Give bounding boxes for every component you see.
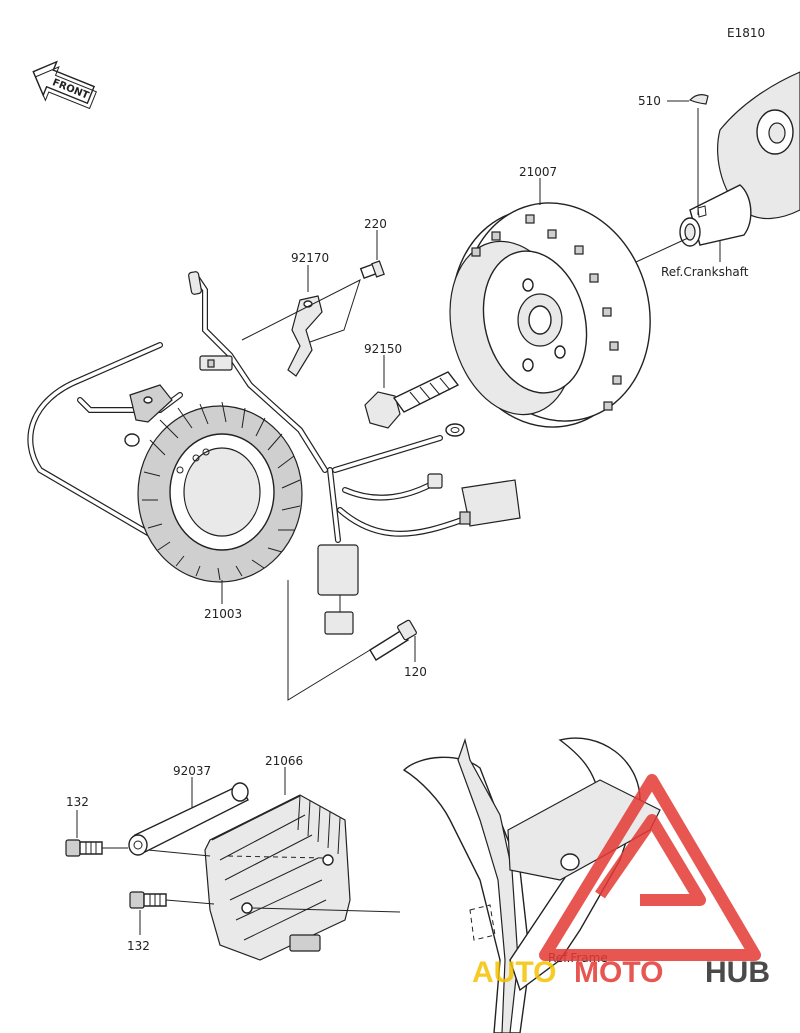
collar-92037 (128, 782, 249, 856)
callout-21066: 21066 (265, 754, 303, 768)
bolt-132-upper (65, 839, 103, 857)
ring-terminal (445, 423, 465, 437)
watermark-auto: AUTO (472, 956, 556, 989)
coupler (199, 355, 233, 371)
pickup-coil (124, 384, 173, 447)
dashed-leader-upper (227, 855, 325, 859)
callout-510: 510 (638, 94, 661, 108)
callout-132-lower: 132 (127, 939, 150, 953)
bolt-92150 (364, 371, 460, 429)
bolt-120 (369, 619, 417, 661)
callout-92037: 92037 (173, 764, 211, 778)
regulator (204, 794, 351, 961)
stator (137, 401, 303, 583)
callout-132-upper: 132 (66, 795, 89, 809)
stator-wiring (27, 272, 465, 543)
callout-92170: 92170 (291, 251, 329, 265)
watermark-logo (539, 774, 761, 961)
bolt-132-lower (129, 891, 167, 909)
wire-tip (188, 271, 202, 295)
rotor (449, 202, 651, 428)
frame (402, 737, 661, 1033)
stator-connector (317, 544, 359, 635)
bolt-220 (359, 260, 385, 279)
callout-21003: 21003 (204, 607, 242, 621)
wiring-connector (459, 479, 521, 527)
callout-120: 120 (404, 665, 427, 679)
woodruff-key (688, 94, 709, 105)
ref-crankshaft-label: Ref.Crankshaft (661, 265, 749, 279)
crankshaft (679, 71, 800, 247)
bullet-connector (427, 473, 443, 489)
watermark-hub: HUB (705, 956, 770, 989)
callout-21007: 21007 (519, 165, 557, 179)
callout-92150: 92150 (364, 342, 402, 356)
front-arrow-icon: FRONT (32, 60, 97, 110)
diagram-code: E1810 (727, 26, 765, 40)
watermark-moto: MOTO (574, 956, 663, 989)
callout-220: 220 (364, 217, 387, 231)
